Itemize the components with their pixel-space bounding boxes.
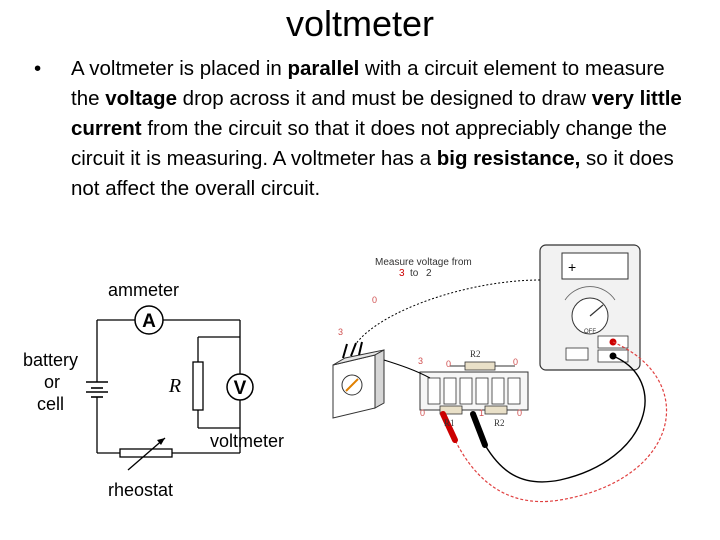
bullet-marker: • bbox=[34, 57, 42, 80]
meter-off: OFF bbox=[584, 329, 596, 335]
black-probe bbox=[470, 411, 488, 448]
schematic-circuit bbox=[96, 319, 241, 454]
bullet-segment: from the circuit so that it does not app… bbox=[71, 117, 667, 170]
battery-wire bbox=[354, 279, 541, 346]
node-label: 3 bbox=[338, 327, 343, 337]
node-label: 0 bbox=[517, 408, 522, 418]
caption-to-word: to bbox=[410, 268, 419, 279]
multimeter-icon bbox=[539, 244, 641, 371]
meter-plus: + bbox=[568, 259, 576, 275]
r2-label: R2 bbox=[470, 349, 481, 359]
rheostat-arrowhead bbox=[157, 438, 165, 445]
ammeter-symbol bbox=[134, 305, 164, 335]
battery-label-line1: battery bbox=[23, 350, 79, 370]
ammeter-letter: A bbox=[142, 311, 156, 332]
node-label: 1 bbox=[479, 408, 484, 418]
voltmeter-symbol bbox=[226, 373, 254, 401]
bullet-text: A voltmeter is placed in parallel with a… bbox=[71, 54, 684, 204]
rheostat-symbol bbox=[119, 448, 173, 458]
r2-bottom-label: R2 bbox=[494, 418, 505, 428]
breadboard-icon bbox=[419, 361, 529, 415]
ammeter-label: ammeter bbox=[108, 280, 180, 300]
black-probe-wire bbox=[484, 355, 646, 483]
bullet-bold-segment: parallel bbox=[287, 57, 360, 80]
bullet-segment: so it does not affect the overall circui… bbox=[71, 147, 674, 200]
battery-label-line3: cell bbox=[37, 394, 65, 414]
voltmeter-label: voltmeter bbox=[210, 431, 285, 451]
node-label: 3 bbox=[418, 356, 423, 366]
red-probe bbox=[440, 411, 458, 443]
bullet-bold-segment: big resistance, bbox=[436, 147, 581, 170]
rheostat-arrow bbox=[127, 437, 166, 471]
node-label: 0 bbox=[420, 408, 425, 418]
caption-to: 2 bbox=[426, 268, 432, 279]
rheostat-label: rheostat bbox=[108, 480, 174, 500]
bullet-bold-segment: very little current bbox=[71, 87, 682, 140]
node-label: 0 bbox=[513, 357, 518, 367]
node-label: 0 bbox=[372, 295, 377, 305]
resistor-symbol bbox=[192, 361, 204, 411]
r1-bottom-label: R1 bbox=[444, 418, 455, 428]
slide-title: voltmeter bbox=[285, 3, 435, 44]
voltmeter-letter: V bbox=[234, 378, 247, 399]
bullet-segment: drop across it and must be designed to d… bbox=[176, 87, 592, 110]
battery-label-line2: or bbox=[44, 372, 61, 392]
apparatus-caption: Measure voltage from bbox=[375, 257, 472, 268]
resistor-letter: R bbox=[168, 375, 181, 397]
battery-to-board-wire bbox=[383, 359, 431, 379]
battery-symbol bbox=[86, 381, 108, 398]
bullet-segment: with a circuit element to measure the bbox=[71, 57, 665, 110]
bullet-segment: A voltmeter is placed in bbox=[71, 57, 288, 80]
node-label: 0 bbox=[446, 359, 451, 369]
red-probe-wire bbox=[454, 341, 667, 503]
bullet-point: • A voltmeter is placed in parallel with… bbox=[34, 54, 684, 204]
caption-from: 3 bbox=[399, 268, 405, 279]
bullet-bold-segment: voltage bbox=[105, 87, 177, 110]
battery-box-icon bbox=[332, 341, 385, 419]
